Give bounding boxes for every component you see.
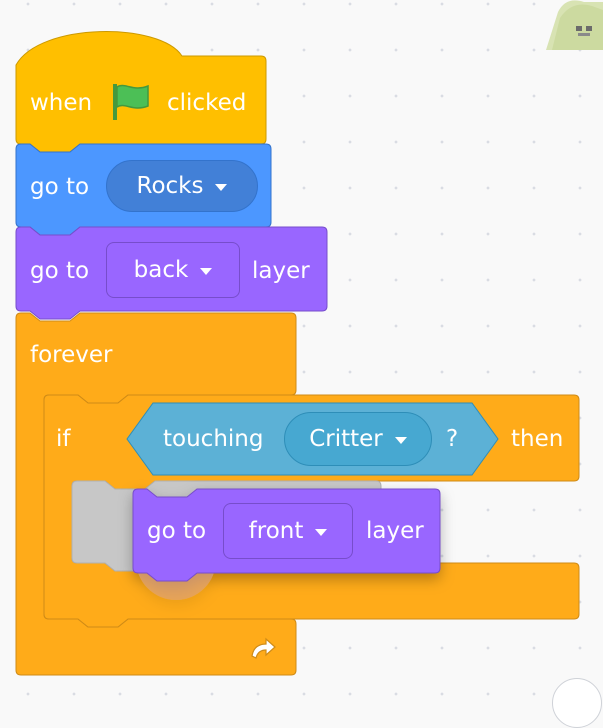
dragged-layer-suffix-label: layer (366, 518, 424, 544)
question-mark-label: ? (446, 426, 459, 452)
dragged-layer-dropdown-value: front (248, 518, 304, 544)
loop-arrow-icon (251, 637, 276, 659)
if-label: if (56, 426, 71, 452)
go-to-label: go to (30, 174, 90, 200)
sprite-dropdown-value: Rocks (136, 173, 204, 199)
touching-dropdown[interactable]: Critter (284, 412, 432, 466)
layer-suffix-label: layer (252, 258, 310, 284)
dragged-go-to-label: go to (147, 518, 207, 544)
hat-clicked-label: clicked (167, 90, 247, 116)
layer-dropdown-value: back (133, 257, 189, 283)
go-to-layer-label: go to (30, 258, 90, 284)
touching-dropdown-value: Critter (309, 426, 383, 452)
dropdown-caret-icon (215, 183, 228, 191)
green-flag-icon (113, 84, 149, 120)
zoom-in-button[interactable] (552, 678, 602, 728)
dropdown-caret-icon (315, 528, 328, 536)
sprite-dropdown[interactable]: Rocks (106, 160, 258, 212)
then-label: then (511, 426, 564, 452)
dropdown-caret-icon (394, 436, 407, 444)
dragged-layer-dropdown[interactable]: front (223, 503, 353, 559)
sprite-thumbnail[interactable] (546, 0, 603, 50)
layer-dropdown[interactable]: back (106, 242, 240, 298)
dropdown-caret-icon (200, 267, 213, 275)
touching-label: touching (163, 426, 264, 452)
hat-when-label: when (30, 90, 93, 116)
forever-label: forever (30, 342, 113, 368)
